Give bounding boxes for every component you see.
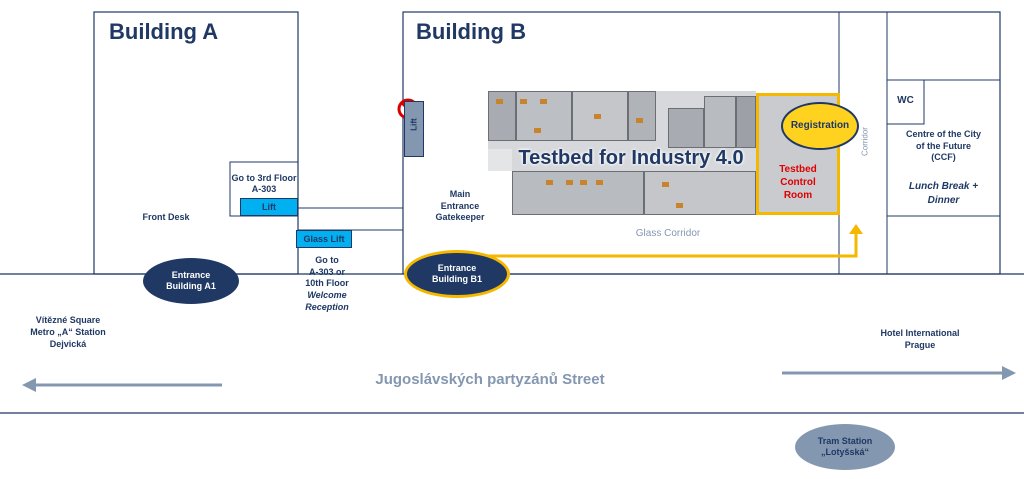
ccf-label: Centre of the City of the Future (CCF) xyxy=(905,129,981,163)
lunch-label: Lunch Break + Dinner xyxy=(908,181,979,206)
building-b-title: Building B xyxy=(416,19,526,44)
glass-lift-button[interactable]: Glass Lift xyxy=(296,230,352,248)
arrow-right-icon xyxy=(1002,366,1016,380)
lift-b[interactable]: Lift xyxy=(404,101,424,157)
building-a-title: Building A xyxy=(109,19,219,44)
glass-corridor-label: Glass Corridor xyxy=(635,228,701,239)
corridor-label: Corridor xyxy=(860,127,870,156)
tram-station[interactable]: Tram Station„Lotyšská“ xyxy=(795,424,895,470)
lift-a-button[interactable]: Lift xyxy=(240,198,298,216)
control-room-label: Testbed Control Room xyxy=(779,164,817,201)
building-a-outline xyxy=(93,11,299,275)
wc-outline xyxy=(886,79,925,125)
goto-3rd-floor-label: Go to 3rd Floor A-303 xyxy=(231,173,297,195)
street-name: Jugoslávských partyzánů Street xyxy=(375,371,605,388)
ccf-outline xyxy=(886,79,1001,217)
route-arrow-icon xyxy=(849,224,863,234)
hotel-destination: Hotel International Prague xyxy=(880,328,960,351)
front-desk-label: Front Desk xyxy=(142,212,190,222)
goto-10th-floor-label: Go to A-303 or 10th Floor Welcome Recept… xyxy=(305,255,349,312)
metro-destination: Vítězné Square Metro „A“ Station Dejvick… xyxy=(30,315,106,350)
arrow-left-icon xyxy=(22,378,36,392)
wc-label: WC xyxy=(897,95,914,106)
main-entrance-label: Main Entrance Gatekeeper xyxy=(435,189,485,223)
testbed-title: Testbed for Industry 4.0 xyxy=(518,147,744,169)
lift-a-area xyxy=(229,161,299,217)
registration-desk[interactable]: Registration xyxy=(781,102,859,150)
lift-b-label: Lift xyxy=(409,118,419,131)
